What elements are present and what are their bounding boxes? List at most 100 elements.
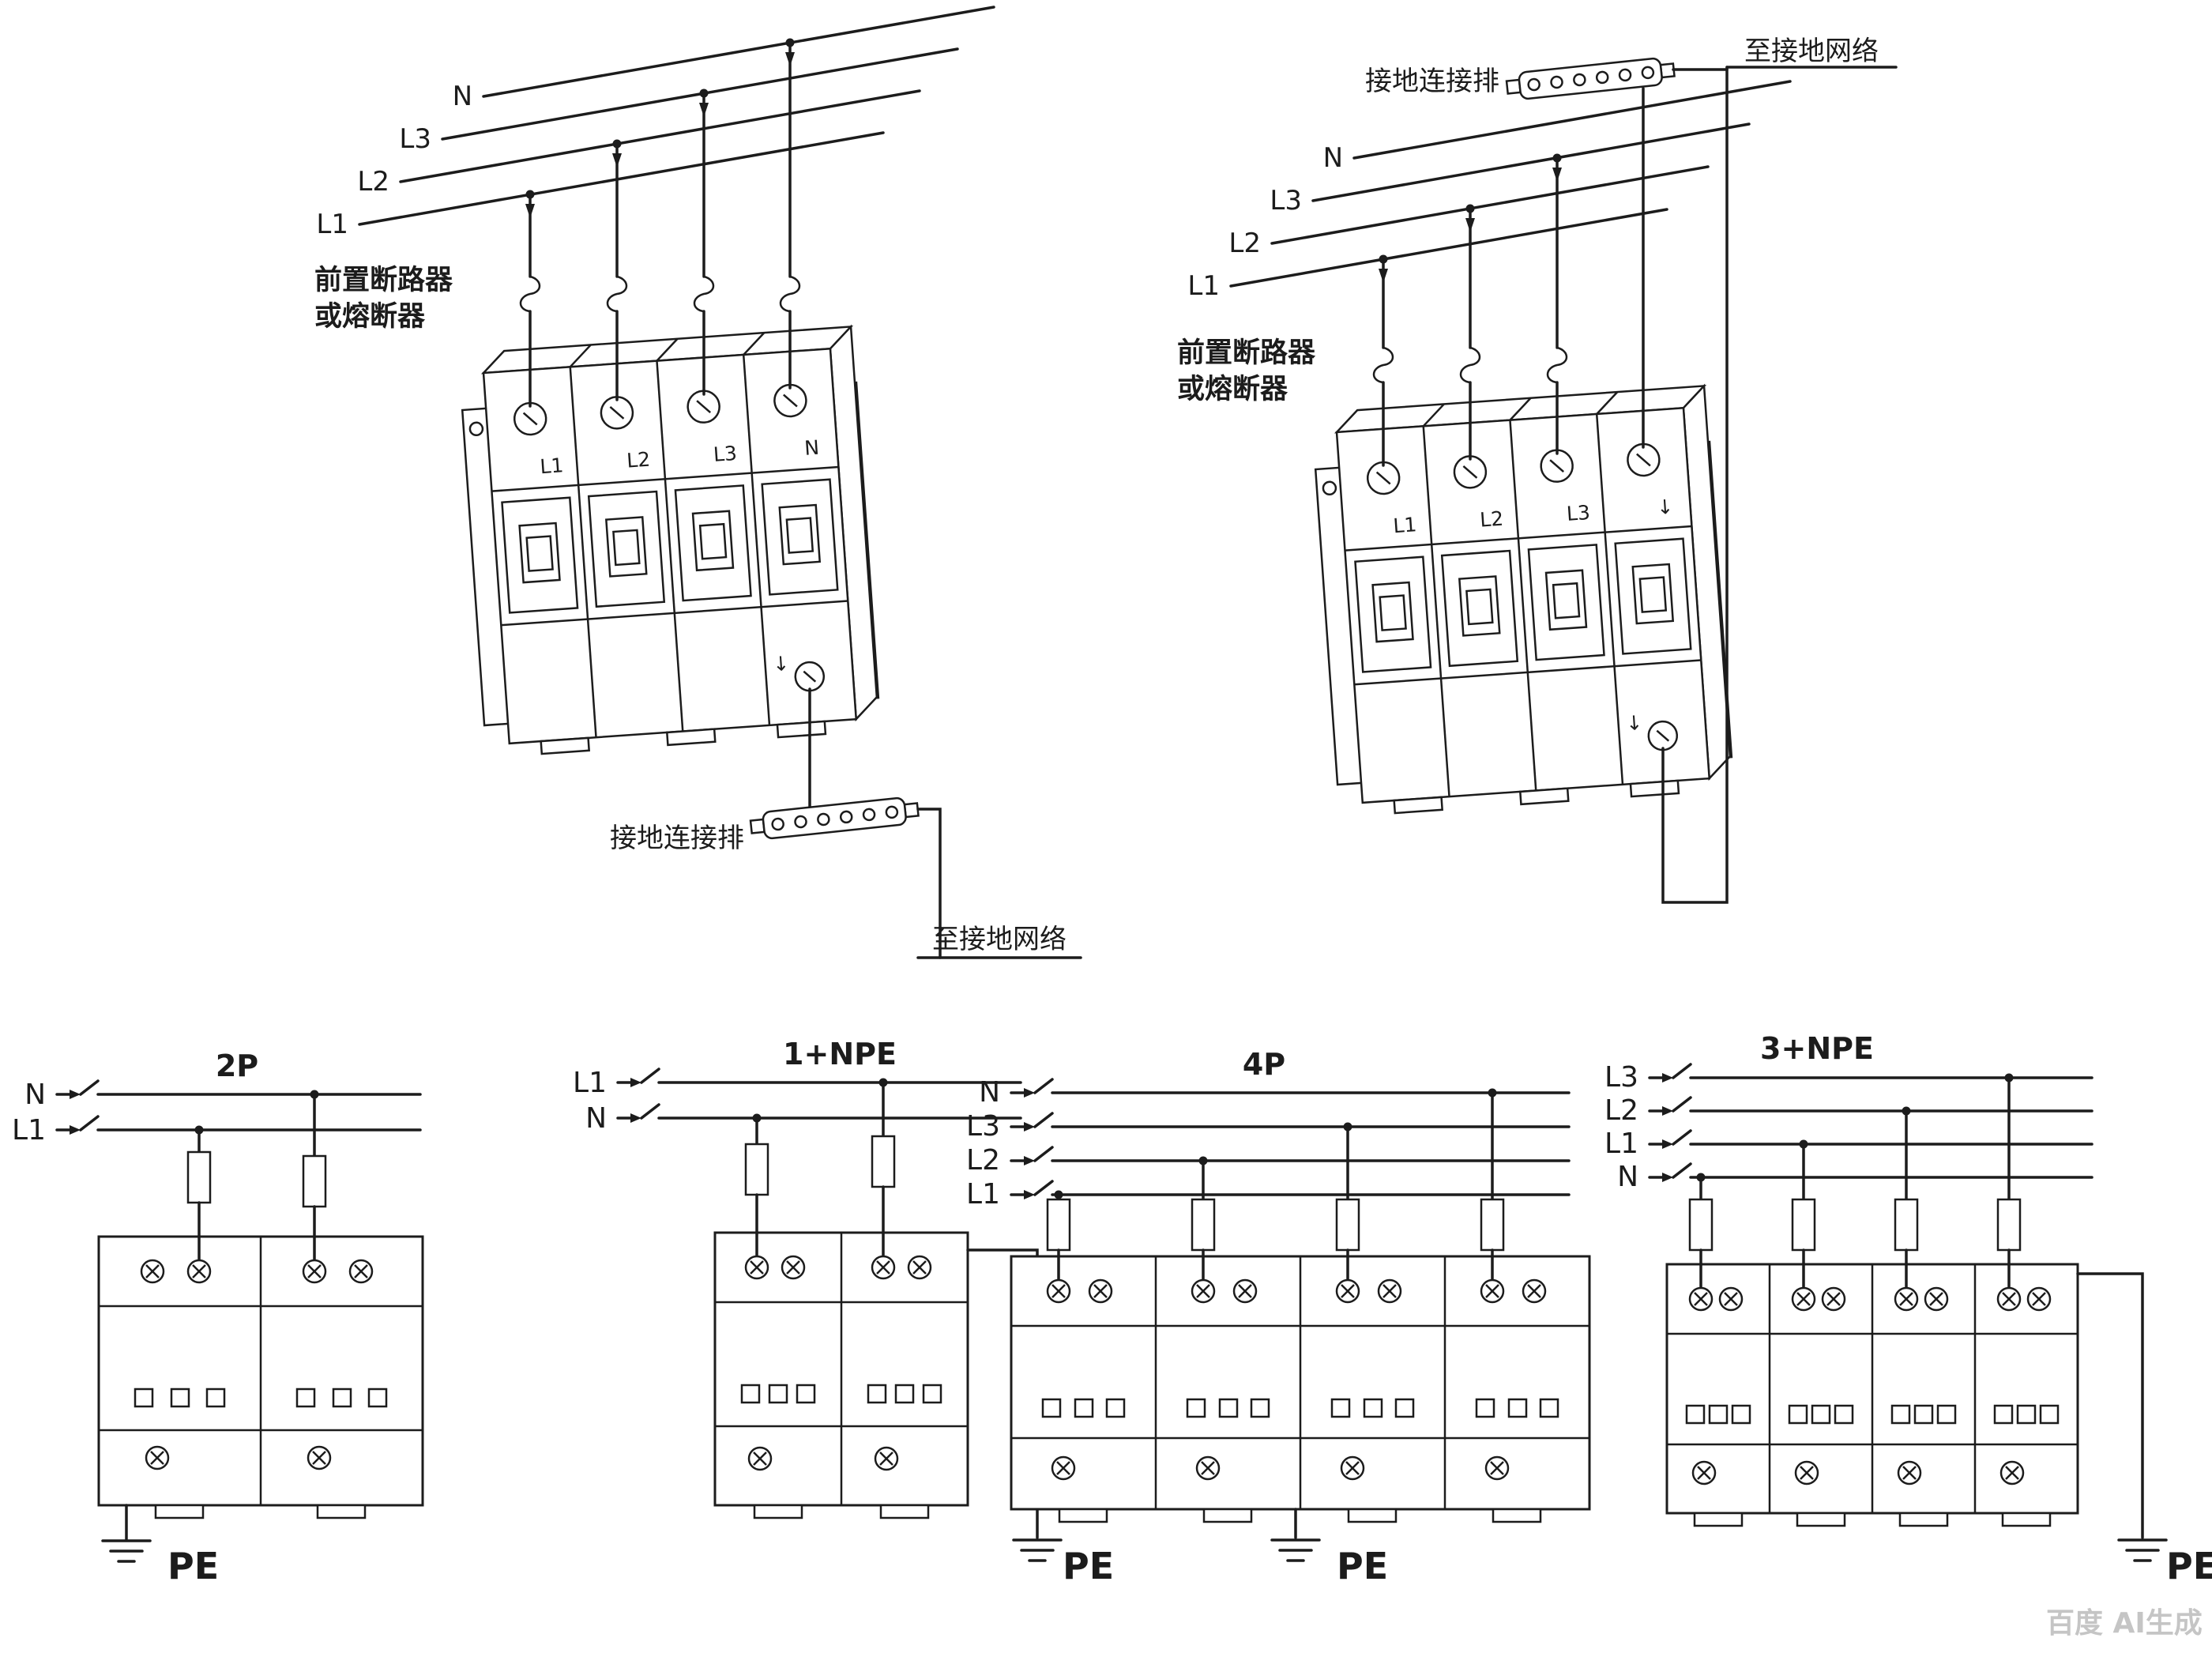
line-label-l1: L1 xyxy=(12,1114,46,1147)
line-label-l2: L2 xyxy=(966,1144,1000,1177)
wire-label-n: N xyxy=(453,81,472,112)
to-ground-label: 至接地网络 xyxy=(932,924,1066,955)
iso-right-unit: L1 L2 L3 ↓ ↓ N L3 L2 L1 前置断路器 或熔断器 接地连接排… xyxy=(1177,36,1898,904)
wire-label-l2: L2 xyxy=(1228,228,1261,259)
wire-l3 xyxy=(1311,122,1751,202)
device-terminal-label-2: L2 xyxy=(626,448,651,473)
ground-busbar xyxy=(1504,55,1676,102)
schematic-title: 4P xyxy=(1243,1047,1285,1082)
line-label-l2: L2 xyxy=(1604,1094,1638,1127)
wire-l1 xyxy=(358,131,885,226)
disconnect-blade xyxy=(1010,1146,1054,1167)
fuse xyxy=(1791,1198,1816,1252)
breaker-note-line2: 或熔断器 xyxy=(314,301,426,333)
disconnect-blade xyxy=(1648,1063,1692,1084)
device-terminal-label-3: L3 xyxy=(1566,501,1591,525)
spd-device-3d-left: L1 L2 L3 N ↓ xyxy=(457,326,882,759)
device-terminal-label-1: L1 xyxy=(540,454,565,478)
disconnect-blade xyxy=(616,1067,660,1089)
disconnect-blade xyxy=(616,1103,660,1124)
wire-l1 xyxy=(1229,208,1668,288)
breaker-note-line2: 或熔断器 xyxy=(1177,374,1288,405)
fuse xyxy=(1894,1198,1919,1252)
device-terminal-label-1: L1 xyxy=(1393,513,1418,537)
line-label-n: N xyxy=(1617,1161,1638,1193)
pe-label: PE xyxy=(167,1545,219,1587)
wire-l2 xyxy=(399,89,921,183)
drops xyxy=(744,1078,896,1269)
ground-busbar-label: 接地连接排 xyxy=(1365,66,1499,97)
line-label-n: N xyxy=(979,1076,1000,1109)
wire-label-l3: L3 xyxy=(1270,185,1302,217)
pe-wire xyxy=(2076,1272,2144,1539)
wire-label-l1: L1 xyxy=(316,209,348,240)
to-ground-label: 至接地网络 xyxy=(1744,36,1879,67)
line-label-l3: L3 xyxy=(1604,1061,1638,1094)
device-terminal-label-3: L3 xyxy=(713,442,738,466)
pe-label: PE xyxy=(2166,1545,2212,1587)
iso-right-supply-lines: N L3 L2 L1 xyxy=(1187,80,1792,302)
pe-label: PE xyxy=(1063,1545,1114,1587)
line-label-l3: L3 xyxy=(966,1110,1000,1143)
device-terminal-label-2: L2 xyxy=(1479,507,1504,532)
schematic-3npe: 3+NPE L3 L2 L1 N P xyxy=(1604,1031,2212,1587)
wire-label-n: N xyxy=(1323,142,1343,174)
wire-label-l2: L2 xyxy=(357,166,389,198)
device-ground-mark: ↓ xyxy=(1625,711,1643,735)
line-label-n: N xyxy=(585,1102,607,1135)
wire-l2 xyxy=(1270,165,1710,245)
ground-busbar xyxy=(748,795,920,842)
earth-symbol xyxy=(1270,1538,1321,1562)
disconnect-blade xyxy=(1010,1180,1054,1201)
device-ground-mark: ↓ xyxy=(772,652,790,676)
breaker-note-line1: 前置断路器 xyxy=(1177,337,1316,369)
fuse xyxy=(1191,1198,1216,1252)
wire-n xyxy=(482,6,995,98)
iso-left-drops xyxy=(519,38,801,408)
disconnect-blade xyxy=(1010,1112,1054,1133)
earth-symbol xyxy=(101,1539,152,1563)
iso-left-unit: L1 L2 L3 N ↓ N L3 L2 L1 前置断路器 或熔断器 接地连接排… xyxy=(314,6,1082,959)
wire-label-l1: L1 xyxy=(1187,270,1220,302)
wire-n xyxy=(1352,80,1792,160)
earth-symbol xyxy=(1012,1538,1063,1562)
disconnect-blade xyxy=(1648,1162,1692,1184)
line-label-l1: L1 xyxy=(1604,1128,1638,1160)
iso-left-supply-lines: N L3 L2 L1 xyxy=(316,6,995,240)
fuse xyxy=(1046,1198,1071,1252)
schematic-title: 2P xyxy=(216,1049,258,1083)
iso-right-drops xyxy=(1372,87,1645,467)
disconnect-blade xyxy=(1648,1129,1692,1150)
device-terminal-label-4: N xyxy=(803,436,820,460)
fuse xyxy=(871,1135,896,1188)
fuse xyxy=(1335,1198,1360,1252)
fuse xyxy=(302,1154,327,1208)
line-label-n: N xyxy=(24,1079,46,1111)
schematic-4p: 4P N L3 L2 L1 PE xyxy=(966,1047,1591,1587)
earth-symbol xyxy=(2117,1538,2168,1562)
disconnect-blade xyxy=(55,1079,100,1101)
device-terminal-label-4: ↓ xyxy=(1656,495,1674,519)
disconnect-blade xyxy=(55,1115,100,1136)
line-label-l1: L1 xyxy=(573,1067,607,1099)
schematic-1npe: 1+NPE L1 N PE xyxy=(573,1037,1114,1587)
pe-return-wire xyxy=(1661,66,1729,904)
line-label-l1: L1 xyxy=(966,1178,1000,1211)
fuse xyxy=(1688,1198,1714,1252)
iso-right-grounding: 接地连接排 至接地网络 xyxy=(1365,36,1898,904)
schematic-title: 1+NPE xyxy=(783,1037,897,1071)
ground-busbar-label: 接地连接排 xyxy=(610,823,744,854)
schematic-2p: 2P N L1 PE xyxy=(12,1049,424,1587)
busbar-to-network-wire xyxy=(916,808,942,959)
fuse xyxy=(1480,1198,1505,1252)
disconnect-blade xyxy=(1648,1096,1692,1117)
breaker-note-line1: 前置断路器 xyxy=(314,265,453,296)
fuse xyxy=(744,1143,769,1196)
fuse xyxy=(1996,1198,2022,1252)
spd-device-body xyxy=(457,326,882,759)
fuse xyxy=(186,1150,212,1204)
schematic-title: 3+NPE xyxy=(1760,1031,1874,1066)
iso-left-grounding: 接地连接排 至接地网络 xyxy=(610,687,1082,959)
